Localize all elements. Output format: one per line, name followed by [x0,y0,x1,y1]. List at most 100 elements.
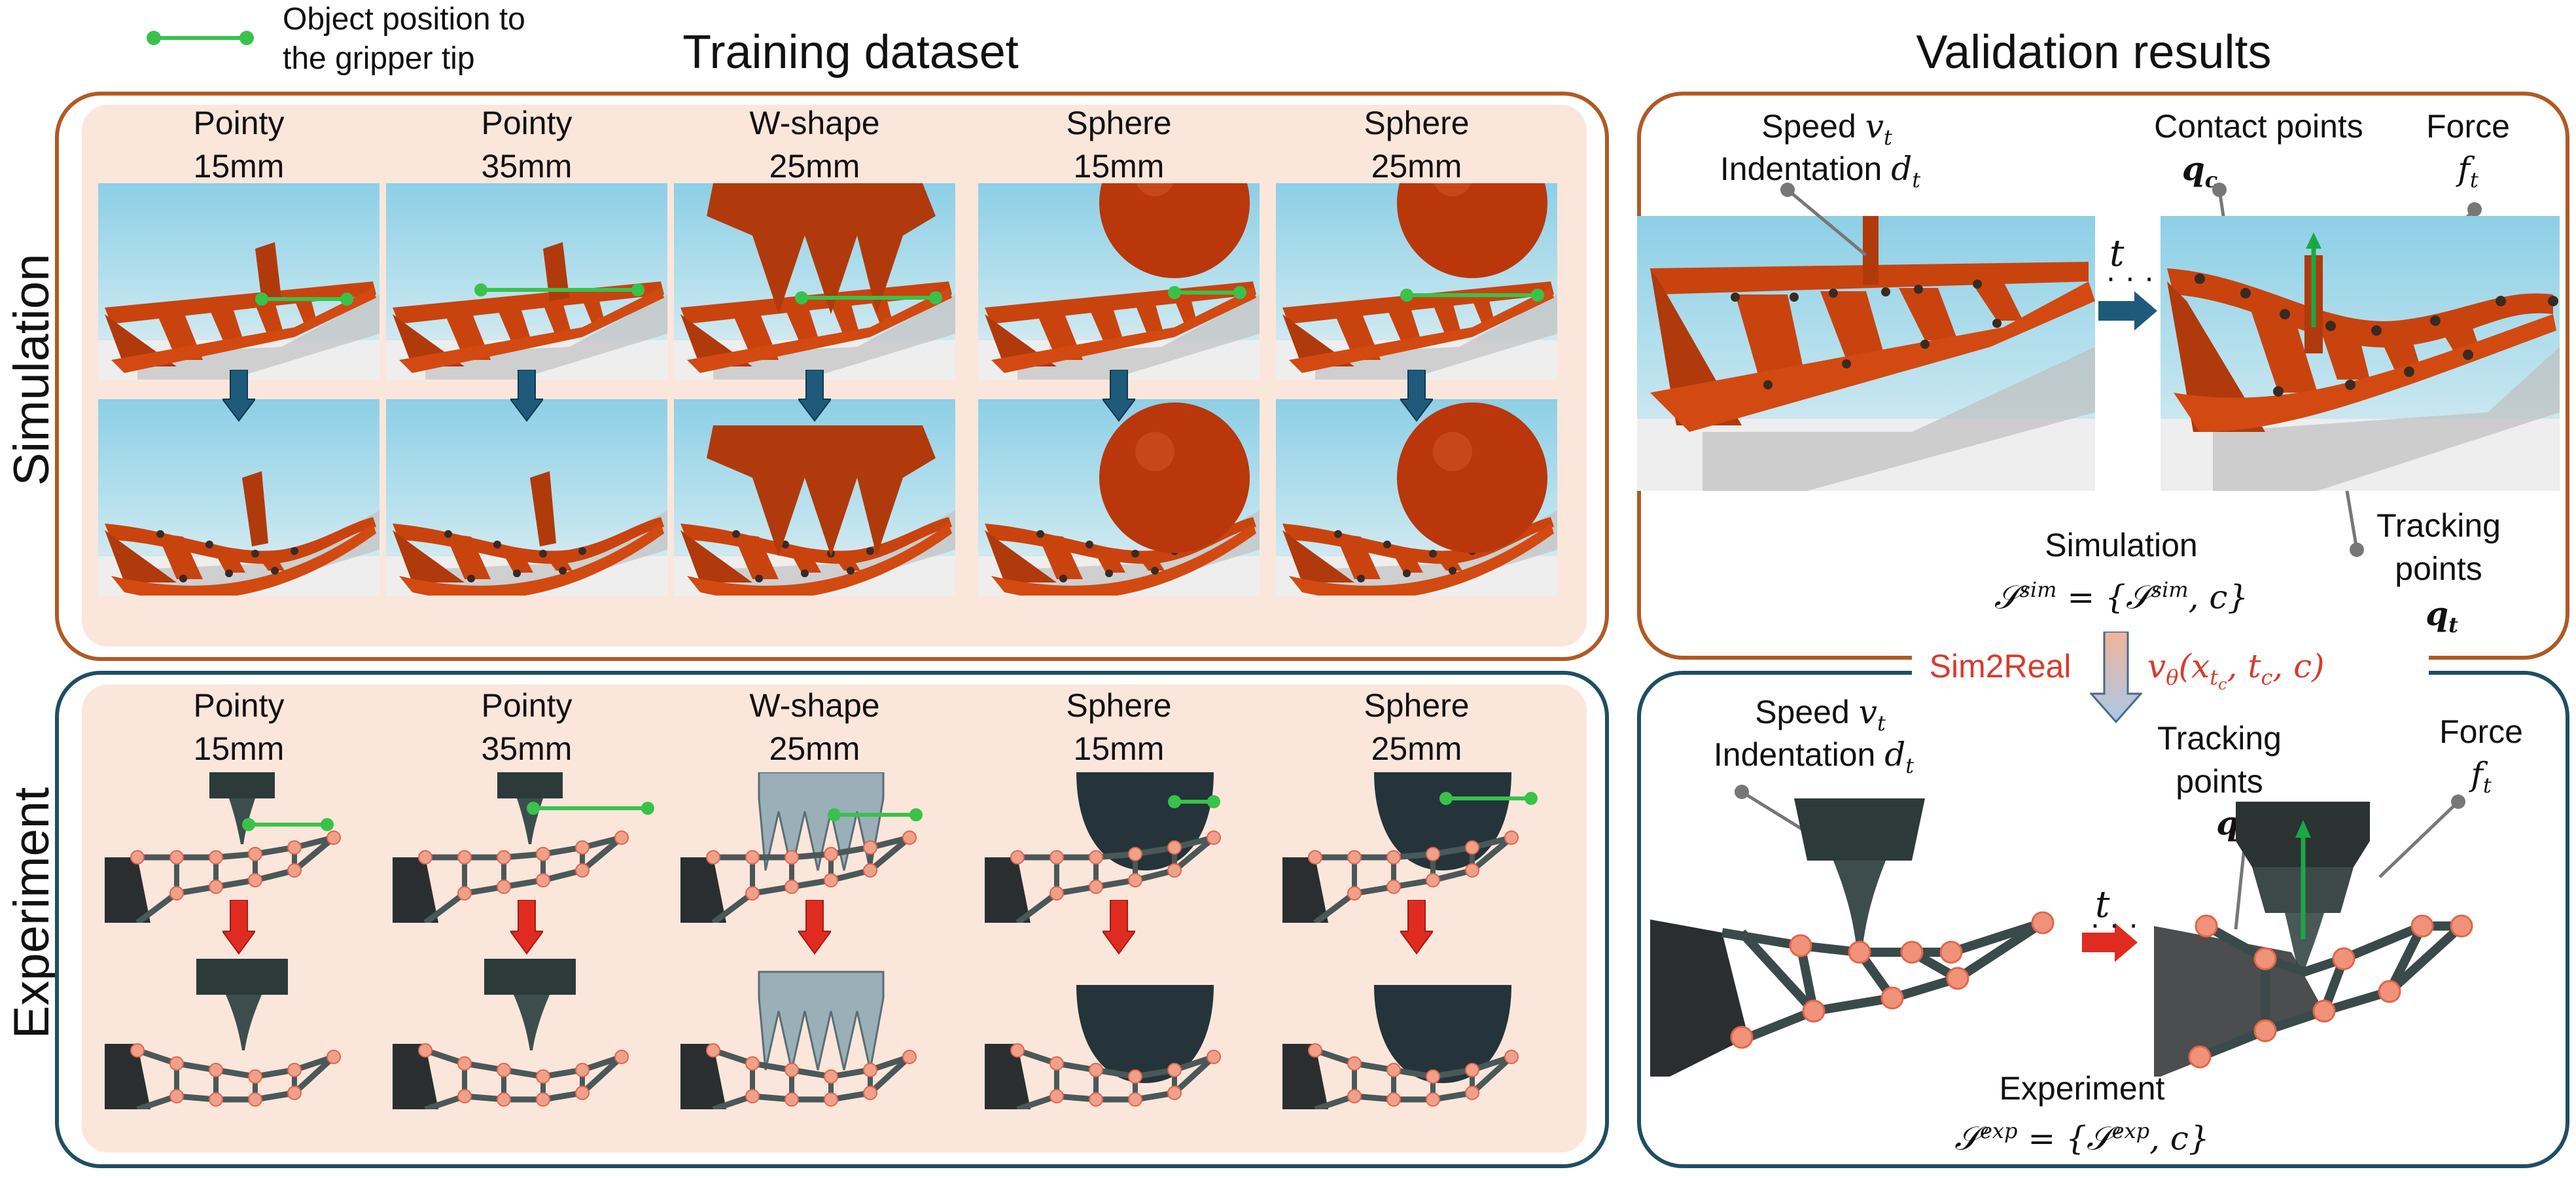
exp-after-thumb [1276,959,1557,1109]
validation-sim: Speed vt Indentation dt Contact points q… [1637,92,2569,660]
column-object-size: 15mm [193,730,285,767]
sim2real-bridge: Sim2Real vθ(xtc, tc, c) [1899,628,2435,726]
exp-column: Pointy 35mm [386,684,667,1155]
sim-column: Sphere 25mm [1276,101,1557,645]
val-sim-ellipsis: · · · [2106,260,2155,295]
val-sim-tracking: Tracking points [2376,507,2501,587]
exp-arrow-down [1399,899,1434,959]
val-exp-indentation: Indentation dt [1713,736,1914,778]
val-sim-force-sym: ft [2458,150,2479,192]
sim-arrow-down [221,369,257,425]
val-sim-scene-after [2161,216,2560,491]
exp-column: W-shape 25mm [674,684,955,1155]
object-position-indicator [978,684,1260,884]
val-sim-contact-sym: qc [2181,149,2218,192]
legend-text: Object position to the gripper tip [283,2,525,76]
exp-after-thumb [386,959,667,1109]
validation-title: Validation results [1916,26,2272,79]
column-object-name: W-shape [749,687,880,724]
column-object-name: W-shape [749,105,880,141]
column-object-size: 15mm [1073,148,1165,185]
object-position-indicator [386,684,667,884]
sim-after-thumb [674,399,955,596]
object-position-indicator [98,684,379,884]
column-object-size: 25mm [1371,148,1462,185]
legend-dot-start [147,31,161,45]
sim-arrow-down [796,369,833,425]
val-exp-force: Force [2439,713,2523,750]
exp-after-thumb [674,959,955,1109]
column-object-name: Pointy [193,687,285,724]
legend-dot-end [239,31,254,45]
column-object-size: 25mm [1371,730,1462,767]
val-exp-scene [1650,785,2473,1077]
column-object-name: Pointy [481,687,573,724]
sim-before-thumb [978,183,1260,380]
sim-after-thumb [1276,399,1557,596]
val-sim-scene-before [1637,216,2095,491]
exp-after-thumb [978,959,1260,1109]
training-title: Training dataset [682,26,1019,79]
sim-after-thumb [978,399,1260,596]
exp-after-thumb [98,959,379,1109]
column-object-size: 25mm [769,730,860,767]
val-sim-set: 𝒮sim = {𝒮sim, c} [1994,577,2249,616]
val-exp-set: 𝒮exp = {𝒮exp, c} [1954,1118,2210,1158]
legend-line [153,36,245,40]
object-position-indicator [1276,101,1557,432]
sim-arrow-down [1101,369,1137,425]
column-object-size: 15mm [193,148,285,185]
sim-after-thumb [98,399,379,596]
exp-before-thumb [978,772,1260,923]
val-sim-time-label: t [2109,232,2125,275]
val-sim-speed: Speed vt [1761,107,1892,150]
bridge-bg [1912,641,2429,687]
column-object-name: Sphere [1364,105,1470,141]
exp-before-thumb [386,772,667,923]
val-exp-tracking: Tracking points [2157,720,2282,800]
val-sim-force: Force [2426,108,2510,145]
val-exp-speed: Speed vt [1755,693,1886,736]
val-sim-before-graphic [1637,216,2095,491]
column-object-size: 15mm [1073,730,1165,767]
object-position-indicator [978,101,1260,432]
sim-after-thumb [386,399,667,596]
exp-before-thumb [674,772,955,923]
val-exp-time-label: t [2095,884,2110,926]
column-object-size: 25mm [769,148,860,185]
val-exp-caption: Experiment [1999,1070,2165,1107]
sim2real-label: Sim2Real [1929,648,2072,685]
experiment-row-label: Experiment [4,787,60,1039]
exp-arrow-down [1101,899,1137,959]
column-object-name: Pointy [481,105,573,141]
object-position-indicator [98,101,379,432]
exp-arrow-down [509,899,544,959]
sim-column: Sphere 15mm [978,101,1260,645]
validation-exp: Speed vt Indentation dt Tracking points … [1637,671,2569,1168]
val-sim-contact: Contact points [2154,108,2363,145]
exp-column: Sphere 15mm [978,684,1260,1155]
val-sim-time-arrow [2098,291,2157,330]
legend: Object position to the gripper tip [131,0,654,79]
sim-arrow-down [1398,369,1435,425]
val-exp-ellipsis: · · · [2090,907,2139,942]
column-object-size: 35mm [481,730,573,767]
sim-before-thumb [386,183,667,380]
column-object-size: 35mm [481,148,573,185]
exp-before-thumb [98,772,379,923]
sim-column: W-shape 25mm [674,101,955,645]
exp-arrow-down [221,899,256,959]
object-position-indicator [674,101,955,432]
column-object-name: Sphere [1364,687,1470,724]
column-object-name: Sphere [1066,687,1172,724]
sim-before-thumb [674,183,955,380]
simulation-row-label: Simulation [4,253,60,486]
val-sim-after-graphic [2161,232,2560,491]
val-exp-force-sym: ft [2471,755,2492,798]
sim-arrow-down [508,369,545,425]
column-object-name: Sphere [1066,105,1172,141]
val-sim-indentation: Indentation dt [1720,150,1921,192]
exp-column: Pointy 15mm [98,684,379,1155]
object-position-indicator [1276,684,1557,884]
